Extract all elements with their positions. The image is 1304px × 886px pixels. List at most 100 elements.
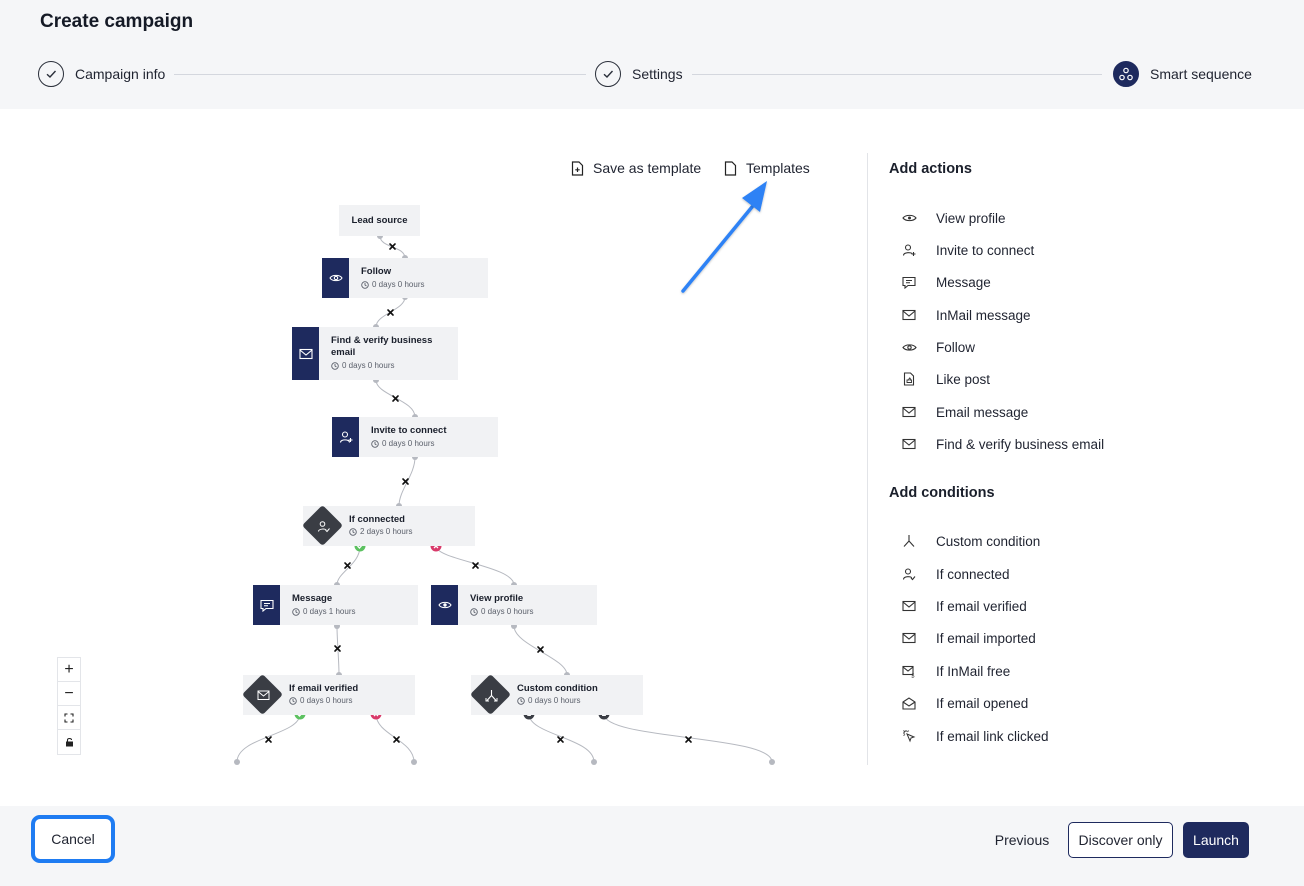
follow-node[interactable]: Follow 0 days 0 hours	[322, 258, 488, 298]
find-verify-email-node[interactable]: Find & verify business email 0 days 0 ho…	[292, 327, 458, 380]
condition-if-email-verified[interactable]: If email verified	[901, 596, 1027, 616]
condition-if-inmail-free[interactable]: $ If InMail free	[901, 661, 1010, 681]
lead-source-node[interactable]: Lead source	[339, 205, 420, 236]
condition-custom[interactable]: Custom condition	[901, 531, 1040, 551]
templates-button[interactable]: Templates	[724, 160, 810, 176]
action-label: View profile	[936, 210, 1006, 226]
clock-icon	[371, 439, 379, 448]
condition-if-connected[interactable]: If connected	[901, 564, 1010, 584]
email-open-icon	[901, 695, 917, 711]
if-email-verified-condition[interactable]: If email verified 0 days 0 hours	[241, 673, 415, 716]
file-icon	[724, 160, 737, 176]
invite-to-connect-node[interactable]: Invite to connect 0 days 0 hours	[332, 417, 498, 457]
zoom-out-button[interactable]: −	[58, 682, 80, 706]
action-label: Message	[936, 274, 991, 290]
condition-delay: 2 days 0 hours	[360, 527, 413, 536]
clock-icon	[470, 607, 478, 616]
svg-text:$: $	[911, 672, 915, 678]
fit-view-icon	[64, 712, 74, 723]
condition-label: If email link clicked	[936, 728, 1049, 744]
condition-delay: 0 days 0 hours	[300, 696, 353, 705]
node-title: View profile	[470, 593, 524, 604]
discover-only-button[interactable]: Discover only	[1068, 822, 1173, 858]
condition-label: If InMail free	[936, 663, 1011, 679]
page-title: Create campaign	[40, 11, 194, 32]
clock-icon	[349, 527, 357, 536]
email-verify-icon	[292, 327, 319, 380]
custom-condition-node[interactable]: Custom condition 0 days 0 hours	[469, 673, 643, 716]
condition-label: If connected	[936, 566, 1010, 582]
add-conditions-heading: Add conditions	[889, 485, 995, 501]
message-icon	[901, 274, 917, 290]
clock-icon	[292, 607, 300, 616]
follow-eye-icon	[322, 258, 349, 298]
condition-if-email-imported[interactable]: If email imported	[901, 628, 1036, 648]
previous-button[interactable]: Previous	[994, 832, 1050, 848]
action-inmail-message[interactable]: InMail message	[901, 305, 1031, 325]
save-as-template-label: Save as template	[593, 160, 702, 176]
condition-title: If email verified	[289, 683, 359, 694]
condition-if-email-link-clicked[interactable]: If email link clicked	[901, 726, 1049, 746]
branch-icon	[471, 675, 511, 715]
templates-label: Templates	[746, 160, 810, 176]
view-profile-node[interactable]: View profile 0 days 0 hours	[431, 585, 597, 625]
condition-label: If email verified	[936, 598, 1027, 614]
action-find-verify-email[interactable]: Find & verify business email	[901, 434, 1104, 454]
cancel-button[interactable]: Cancel	[31, 815, 115, 863]
if-connected-condition[interactable]: If connected 2 days 0 hours	[301, 504, 475, 547]
node-title: Find & verify business email	[331, 335, 433, 358]
step-connector	[174, 74, 586, 75]
action-like-post[interactable]: Like post	[901, 369, 990, 389]
clock-icon	[517, 696, 525, 705]
condition-title: If connected	[349, 514, 405, 525]
step-campaign-info[interactable]: Campaign info	[38, 61, 165, 87]
condition-title: Custom condition	[517, 683, 598, 694]
step-label: Settings	[632, 66, 683, 82]
user-plus-icon	[901, 242, 917, 258]
add-actions-heading: Add actions	[889, 161, 972, 177]
action-follow[interactable]: Follow	[901, 337, 975, 357]
check-icon	[595, 61, 621, 87]
save-as-template-button[interactable]: Save as template	[571, 160, 701, 176]
node-title: Invite to connect	[371, 425, 447, 436]
step-label: Campaign info	[75, 66, 166, 82]
clock-icon	[331, 361, 339, 370]
zoom-in-button[interactable]: +	[58, 658, 80, 682]
step-settings[interactable]: Settings	[595, 61, 683, 87]
click-icon	[901, 728, 917, 744]
user-check-icon	[303, 506, 343, 546]
launch-button[interactable]: Launch	[1183, 822, 1249, 858]
like-post-icon	[901, 371, 917, 387]
email-verify-icon	[901, 436, 917, 452]
user-plus-icon	[332, 417, 359, 457]
step-smart-sequence[interactable]: Smart sequence	[1113, 61, 1252, 87]
email-check-icon	[901, 598, 917, 614]
node-title: Message	[292, 593, 333, 604]
zoom-controls: + −	[57, 657, 81, 755]
email-icon	[901, 404, 917, 420]
branch-icon	[901, 533, 917, 549]
inmail-icon	[901, 307, 917, 323]
action-invite-to-connect[interactable]: Invite to connect	[901, 240, 1034, 260]
condition-label: If email opened	[936, 695, 1029, 711]
action-label: Like post	[936, 371, 991, 387]
eye-icon	[431, 585, 458, 625]
action-view-profile[interactable]: View profile	[901, 208, 1006, 228]
action-label: InMail message	[936, 307, 1031, 323]
message-node[interactable]: Message 0 days 1 hours	[253, 585, 418, 625]
node-delay: 0 days 0 hours	[342, 361, 395, 370]
condition-delay: 0 days 0 hours	[528, 696, 581, 705]
inmail-dollar-icon: $	[901, 663, 917, 679]
action-email-message[interactable]: Email message	[901, 402, 1028, 422]
lock-button[interactable]	[58, 730, 80, 754]
condition-label: If email imported	[936, 630, 1036, 646]
step-connector	[692, 74, 1102, 75]
clock-icon	[361, 280, 369, 289]
condition-label: Custom condition	[936, 533, 1041, 549]
action-message[interactable]: Message	[901, 272, 991, 292]
header	[0, 0, 1304, 109]
condition-if-email-opened[interactable]: If email opened	[901, 693, 1028, 713]
fit-view-button[interactable]	[58, 706, 80, 730]
